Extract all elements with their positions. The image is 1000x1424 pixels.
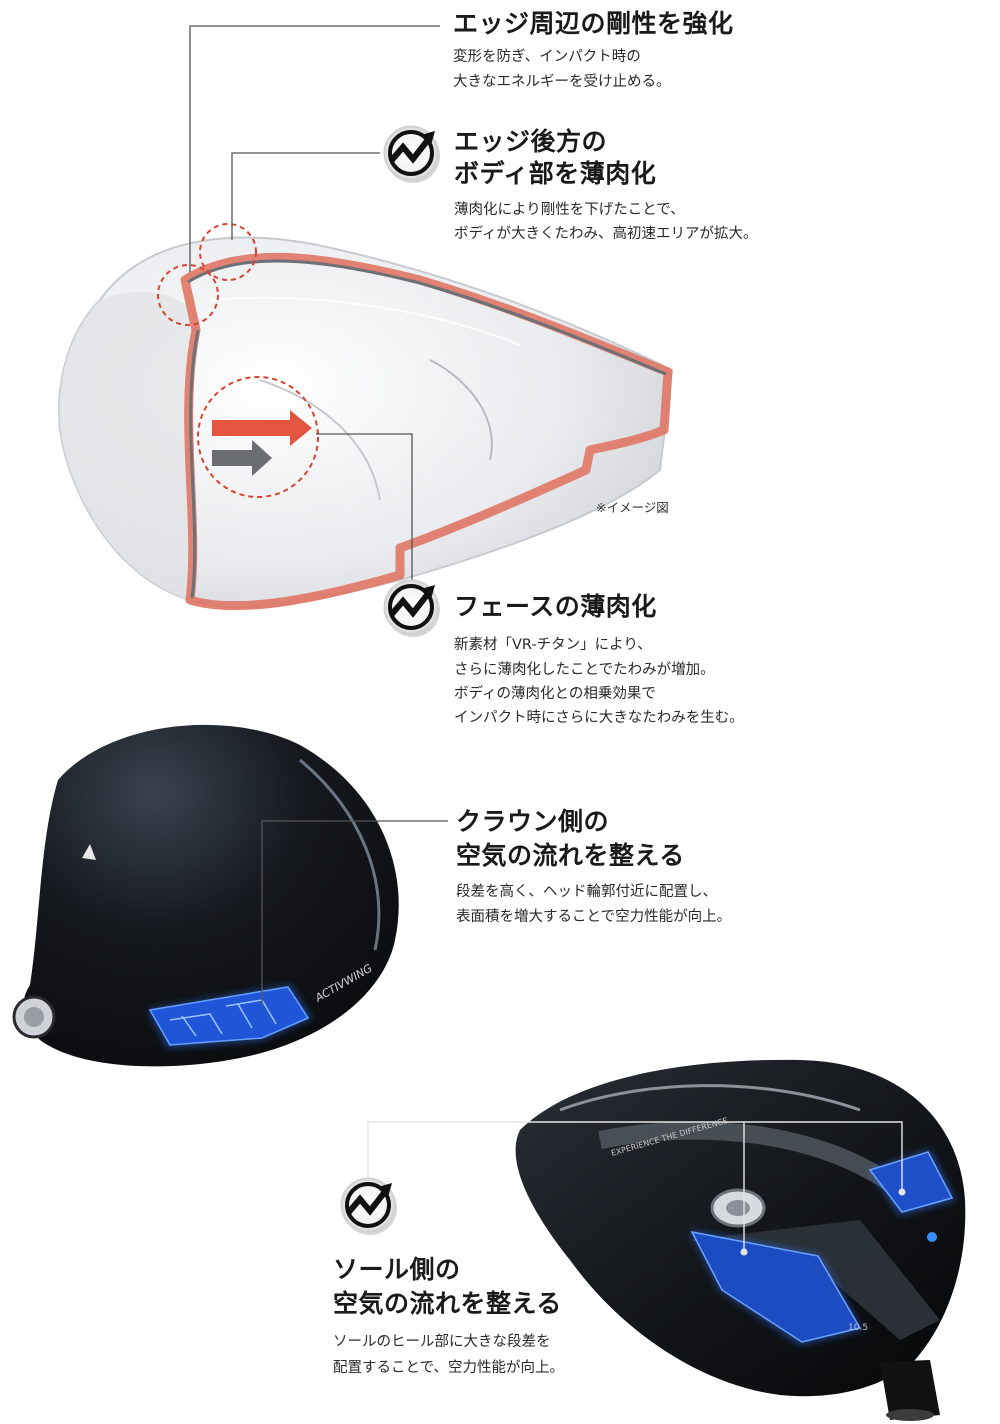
image-note: ※イメージ図 [596,500,669,515]
feature-text-body-thin-2: ボディが大きくたわみ、高初速エリアが拡大。 [454,226,758,242]
performance-up-arrow-icon [341,1178,397,1235]
cutaway-head-illustration [58,223,674,611]
feature-text-sole-air-1: ソールのヒール部に大きな段差を [333,1334,551,1350]
feature-title-body-thin-2: ボディ部を薄肉化 [454,159,657,188]
feature-text-face-thin-1: 新素材「VR-チタン」により、 [454,637,652,653]
performance-up-arrow-icon [384,580,440,637]
feature-title-crown-air-1: クラウン側の [456,807,610,836]
sole-head-illustration [515,1059,966,1421]
feature-text-crown-air-2: 表面積を増大することで空力性能が向上。 [456,909,732,925]
feature-title-face-thin: フェースの薄肉化 [454,592,657,621]
sole-loft-text: 10.5 [848,1323,868,1333]
feature-title-sole-air-2: 空気の流れを整える [333,1289,562,1318]
feature-text-face-thin-4: インパクト時にさらに大きなたわみを生む。 [454,710,744,726]
feature-text-face-thin-2: さらに薄肉化したことでたわみが増加。 [454,662,715,678]
feature-title-crown-air-2: 空気の流れを整える [456,841,685,870]
feature-text-edge-rigidity-2: 大きなエネルギーを受け止める。 [453,74,671,90]
callout-lines-sole [367,1121,903,1252]
callout-lines-top [189,25,440,590]
crown-head-illustration [12,724,399,1067]
feature-title-body-thin-1: エッジ後方の [454,127,608,156]
feature-text-edge-rigidity-1: 変形を防ぎ、インパクト時の [453,49,641,65]
feature-text-face-thin-3: ボディの薄肉化との相乗効果で [454,686,656,702]
callout-line-crown [261,820,448,1005]
feature-text-crown-air-1: 段差を高く、ヘッド輪郭付近に配置し、 [456,884,717,900]
feature-text-sole-air-2: 配置することで、空力性能が向上。 [333,1360,564,1376]
feature-title-edge-rigidity: エッジ周辺の剛性を強化 [453,9,734,38]
performance-up-arrow-icon [384,126,440,183]
feature-title-sole-air-1: ソール側の [333,1255,461,1284]
feature-text-body-thin-1: 薄肉化により剛性を下げたことで、 [454,202,685,218]
